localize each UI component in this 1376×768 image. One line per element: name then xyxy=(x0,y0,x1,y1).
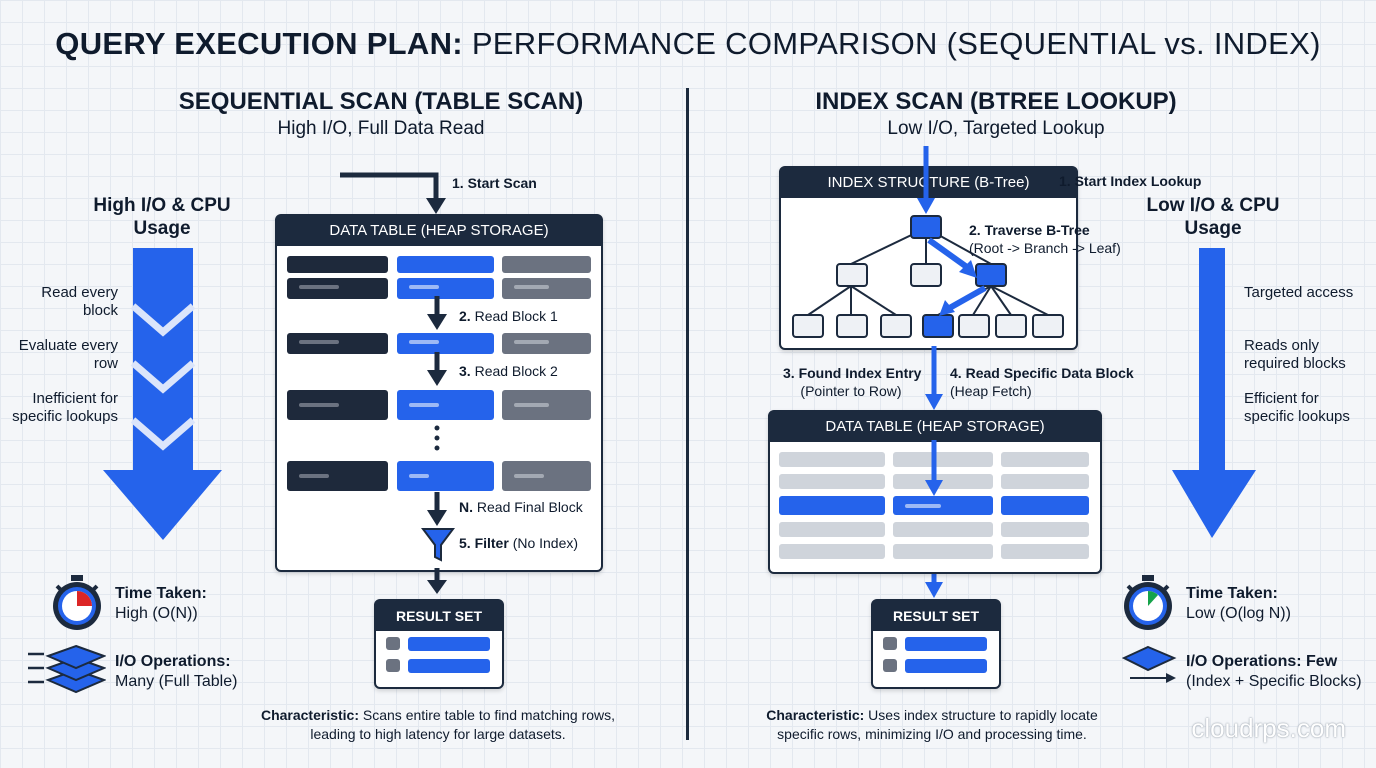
table-cell xyxy=(502,390,591,420)
left-data-table-header: DATA TABLE (HEAP STORAGE) xyxy=(277,216,601,246)
right-step-2: 2. Traverse B-Tree(Root -> Branch -> Lea… xyxy=(969,222,1121,256)
index-scan-subheading: Low I/O, Targeted Lookup xyxy=(887,118,1105,139)
table-cell xyxy=(779,544,885,559)
stopwatch-icon xyxy=(53,575,101,630)
result-cell xyxy=(408,637,490,651)
filter-funnel-icon xyxy=(421,528,455,562)
table-cell xyxy=(1001,474,1089,489)
table-cell xyxy=(502,461,591,491)
section-divider xyxy=(686,88,689,740)
left-flow-arrows-icon xyxy=(427,296,447,594)
table-cell-target xyxy=(779,496,885,515)
table-cell xyxy=(397,333,494,354)
right-note-3: Efficient for specific lookups xyxy=(1244,390,1350,425)
right-note-1: Targeted access xyxy=(1244,284,1354,301)
table-cell xyxy=(287,390,388,420)
page-title: QUERY EXECUTION PLAN: PERFORMANCE COMPAR… xyxy=(55,26,1321,61)
right-step-4: 4. Read Specific Data Block(Heap Fetch) xyxy=(950,365,1134,399)
left-time-metric: Time Taken:High (O(N)) xyxy=(115,585,207,622)
result-cell xyxy=(408,659,490,673)
table-cell xyxy=(397,256,494,273)
left-result-set-header: RESULT SET xyxy=(376,601,502,631)
right-step-1: 1. Start Index Lookup xyxy=(1059,173,1202,189)
result-cell xyxy=(883,659,897,672)
right-big-down-arrow-icon xyxy=(1172,248,1256,538)
sequential-scan-heading: SEQUENTIAL SCAN (TABLE SCAN) xyxy=(178,88,584,115)
left-characteristic: Characteristic: Scans entire table to fi… xyxy=(260,707,616,742)
single-layer-icon xyxy=(1122,645,1177,683)
table-cell xyxy=(397,390,494,420)
table-cell xyxy=(893,474,993,489)
table-cell xyxy=(779,522,885,537)
left-step-5: 5. Filter (No Index) xyxy=(459,535,579,551)
right-table-rows xyxy=(779,452,1089,562)
result-cell xyxy=(883,637,897,650)
table-cell xyxy=(397,461,494,491)
table-cell xyxy=(287,333,388,354)
table-cell xyxy=(502,278,591,299)
table-cell xyxy=(779,474,885,489)
table-cell xyxy=(893,544,993,559)
table-cell xyxy=(502,256,591,273)
start-scan-arrow-icon xyxy=(340,172,446,214)
left-io-metric: I/O Operations:Many (Full Table) xyxy=(115,653,238,690)
btree-branch-node xyxy=(975,263,1007,287)
table-cell xyxy=(893,452,993,467)
btree-leaf-node xyxy=(922,314,954,338)
result-cell xyxy=(386,637,400,650)
result-cell xyxy=(905,637,987,651)
left-note-3: Inefficient for specific lookups xyxy=(12,390,118,425)
left-step-n: N. Read Final Block xyxy=(459,499,583,515)
left-step-1: 1. Start Scan xyxy=(452,175,537,191)
right-characteristic: Characteristic: Uses index structure to … xyxy=(766,707,1098,742)
table-cell xyxy=(1001,452,1089,467)
table-cell xyxy=(397,278,494,299)
right-heap-fetch-arrow-icon xyxy=(925,440,943,496)
left-big-down-arrow-icon xyxy=(103,248,222,540)
table-cell xyxy=(287,256,388,273)
right-data-table-header: DATA TABLE (HEAP STORAGE) xyxy=(770,412,1100,442)
result-cell xyxy=(386,659,400,672)
table-cell xyxy=(287,278,388,299)
table-cell xyxy=(502,333,591,354)
table-cell xyxy=(287,461,388,491)
left-step-2: 2. Read Block 1 xyxy=(459,308,558,324)
watermark: cloudrps.com xyxy=(1191,713,1346,743)
btree-diagram-icon xyxy=(792,215,1064,338)
left-note-1: Read every block xyxy=(41,284,118,319)
stacked-layers-icon xyxy=(28,644,106,694)
sequential-scan-subheading: High I/O, Full Data Read xyxy=(277,118,485,139)
left-usage-label: High I/O & CPU Usage xyxy=(93,195,231,239)
table-cell xyxy=(779,452,885,467)
left-step-3: 3. Read Block 2 xyxy=(459,363,558,379)
right-result-set-header: RESULT SET xyxy=(873,601,999,631)
result-cell xyxy=(905,659,987,673)
table-cell xyxy=(893,522,993,537)
left-table-rows xyxy=(287,256,591,556)
right-io-metric: I/O Operations: Few(Index + Specific Blo… xyxy=(1186,653,1362,690)
stopwatch-icon xyxy=(1124,575,1172,630)
table-cell-target xyxy=(1001,496,1089,515)
table-cell xyxy=(1001,544,1089,559)
right-usage-label: Low I/O & CPU Usage xyxy=(1146,195,1280,239)
index-scan-heading: INDEX SCAN (BTREE LOOKUP) xyxy=(815,88,1177,115)
right-note-2: Reads only required blocks xyxy=(1244,337,1346,372)
left-note-2: Evaluate every row xyxy=(18,337,118,372)
right-time-metric: Time Taken:Low (O(log N)) xyxy=(1186,585,1291,622)
table-cell xyxy=(1001,522,1089,537)
right-step-3: 3. Found Index Entry(Pointer to Row) xyxy=(783,365,922,399)
table-cell-target xyxy=(893,496,993,515)
btree-root-node xyxy=(910,215,942,239)
